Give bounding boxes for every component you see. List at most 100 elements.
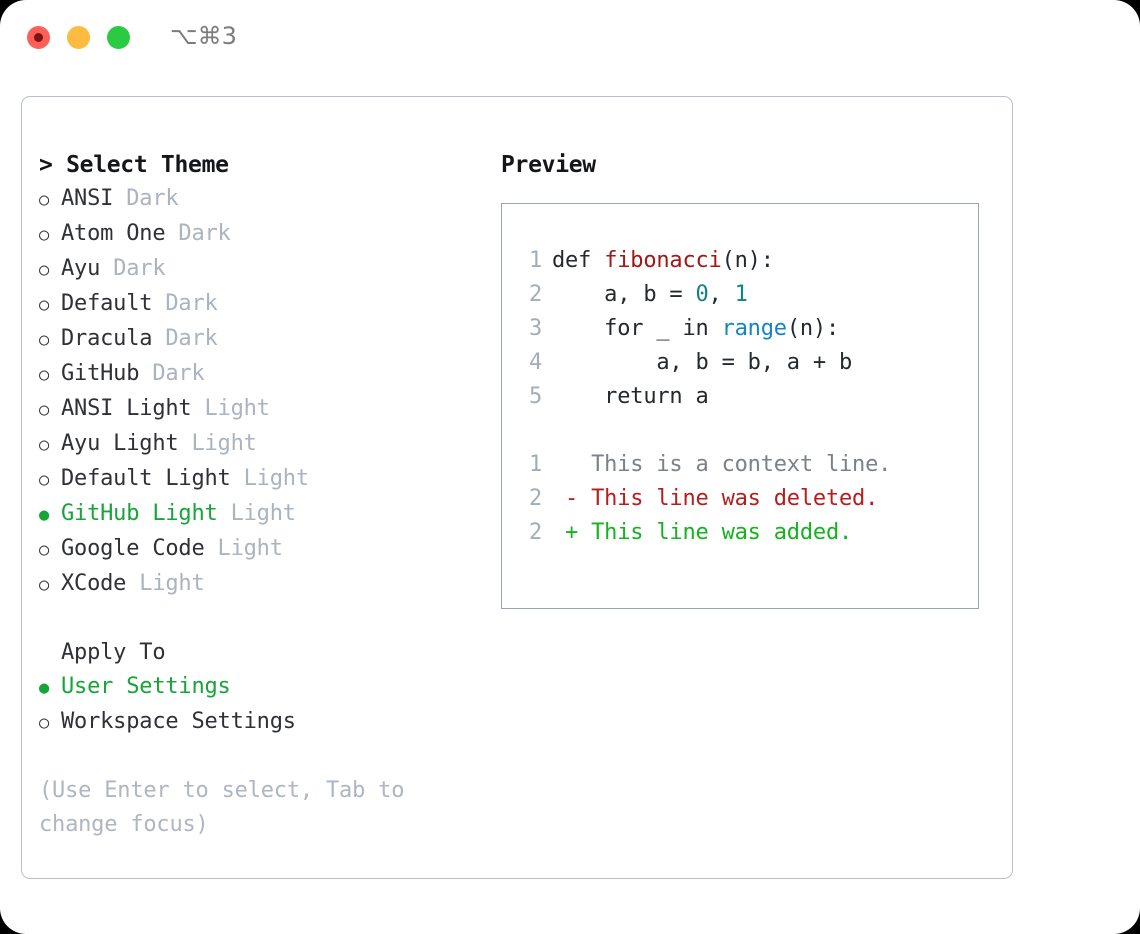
code-line: 2 + This line was added. [516, 516, 891, 550]
code-token-add: + This line was added. [552, 520, 853, 545]
theme-option-label: Ayu [61, 256, 101, 281]
apply-to-option-workspace-settings[interactable]: Workspace Settings [39, 705, 489, 740]
apply-to-option-label: Workspace Settings [61, 709, 296, 734]
apply-to-heading: Apply To [61, 640, 166, 665]
code-token-builtin: range [721, 316, 787, 341]
radio-unselected-icon [39, 252, 61, 287]
theme-option-variant: Dark [165, 291, 218, 316]
theme-option-label: Dracula [61, 326, 153, 351]
code-token-plain: for _ in [552, 316, 722, 341]
theme-option-google-code[interactable]: Google Code Light [39, 532, 489, 567]
code-token-num: 1 [734, 282, 748, 307]
theme-option-variant: Dark [178, 221, 231, 246]
theme-option-label: ANSI Light [61, 396, 192, 421]
theme-option-dracula[interactable]: Dracula Dark [39, 322, 489, 357]
theme-option-variant: Dark [165, 326, 218, 351]
code-token-plain: return a [552, 384, 709, 409]
close-window-button[interactable] [27, 26, 50, 49]
theme-option-xcode[interactable]: XCode Light [39, 567, 489, 602]
code-token-ctx: This is a context line. [552, 452, 892, 477]
theme-option-default-light[interactable]: Default Light Light [39, 462, 489, 497]
radio-unselected-icon [39, 462, 61, 497]
radio-unselected-icon [39, 217, 61, 252]
code-line-number: 3 [528, 316, 542, 341]
radio-unselected-icon [39, 287, 61, 322]
theme-option-label: Google Code [61, 536, 205, 561]
content-panel: > Select Theme ANSI DarkAtom One DarkAyu… [21, 96, 1013, 879]
code-line-number: 5 [528, 384, 542, 409]
maximize-window-button[interactable] [107, 26, 130, 49]
code-token-plain: (n): [786, 316, 840, 341]
theme-option-variant: Light [191, 431, 257, 456]
theme-picker-column: > Select Theme ANSI DarkAtom One DarkAyu… [39, 148, 489, 842]
code-line: 1 def fibonacci(n): [516, 244, 891, 278]
code-line-number: 2 [528, 486, 542, 511]
code-token-func: fibonacci [604, 248, 722, 273]
code-token-plain: a, b = b, a + b [552, 350, 853, 375]
code-line-number: 1 [528, 452, 542, 477]
radio-unselected-icon [39, 392, 61, 427]
theme-option-variant: Light [243, 466, 309, 491]
radio-unselected-icon [39, 182, 61, 217]
theme-option-github-light[interactable]: GitHub Light Light [39, 497, 489, 532]
minimize-window-button[interactable] [67, 26, 90, 49]
radio-selected-icon [39, 670, 61, 705]
code-token-plain: (n): [721, 248, 774, 273]
theme-option-label: GitHub [61, 361, 140, 386]
code-token-plain: , [708, 282, 735, 307]
keyboard-hint-text: (Use Enter to select, Tab to change focu… [39, 778, 405, 837]
code-line-number: 4 [528, 350, 542, 375]
apply-to-section: Apply To User SettingsWorkspace Settings [39, 636, 489, 740]
keyboard-shortcut-label: ⌥⌘3 [170, 22, 237, 50]
code-token-plain: def [552, 248, 605, 273]
theme-list[interactable]: ANSI DarkAtom One DarkAyu DarkDefault Da… [39, 182, 489, 602]
theme-option-label: GitHub Light [61, 501, 218, 526]
code-line: 3 for _ in range(n): [516, 312, 891, 346]
code-line: 2 a, b = 0, 1 [516, 278, 891, 312]
radio-selected-icon [39, 497, 61, 532]
theme-option-variant: Dark [126, 186, 179, 211]
theme-option-github[interactable]: GitHub Dark [39, 357, 489, 392]
theme-option-ayu-light[interactable]: Ayu Light Light [39, 427, 489, 462]
theme-option-label: Default Light [61, 466, 231, 491]
theme-option-label: Default [61, 291, 153, 316]
radio-unselected-icon [39, 705, 61, 740]
code-line: 5 return a [516, 380, 891, 414]
apply-to-list[interactable]: User SettingsWorkspace Settings [39, 670, 489, 740]
radio-unselected-icon [39, 357, 61, 392]
apply-to-option-user-settings[interactable]: User Settings [39, 670, 489, 705]
radio-unselected-icon [39, 567, 61, 602]
theme-option-variant: Light [204, 396, 270, 421]
code-line-number: 1 [528, 248, 542, 273]
select-theme-heading: > Select Theme [39, 152, 229, 178]
code-token-del: - This line was deleted. [552, 486, 879, 511]
traffic-lights [27, 26, 130, 49]
title-bar: ⌥⌘3 [0, 0, 1140, 78]
code-line [516, 414, 891, 448]
theme-option-variant: Dark [152, 361, 205, 386]
code-line: 2 - This line was deleted. [516, 482, 891, 516]
code-line-number: 2 [528, 282, 542, 307]
code-line: 4 a, b = b, a + b [516, 346, 891, 380]
theme-option-variant: Dark [113, 256, 166, 281]
theme-option-ayu[interactable]: Ayu Dark [39, 252, 489, 287]
theme-option-variant: Light [230, 501, 296, 526]
code-line-number: 2 [528, 520, 542, 545]
theme-option-variant: Light [217, 536, 283, 561]
theme-option-default[interactable]: Default Dark [39, 287, 489, 322]
theme-option-label: XCode [61, 571, 127, 596]
theme-option-ansi[interactable]: ANSI Dark [39, 182, 489, 217]
theme-option-label: ANSI [61, 186, 114, 211]
code-token-num: 0 [695, 282, 709, 307]
radio-unselected-icon [39, 427, 61, 462]
apply-to-option-label: User Settings [61, 674, 231, 699]
radio-unselected-icon [39, 532, 61, 567]
theme-option-ansi-light[interactable]: ANSI Light Light [39, 392, 489, 427]
code-line: 1 This is a context line. [516, 448, 891, 482]
theme-option-atom-one[interactable]: Atom One Dark [39, 217, 489, 252]
theme-option-label: Ayu Light [61, 431, 179, 456]
